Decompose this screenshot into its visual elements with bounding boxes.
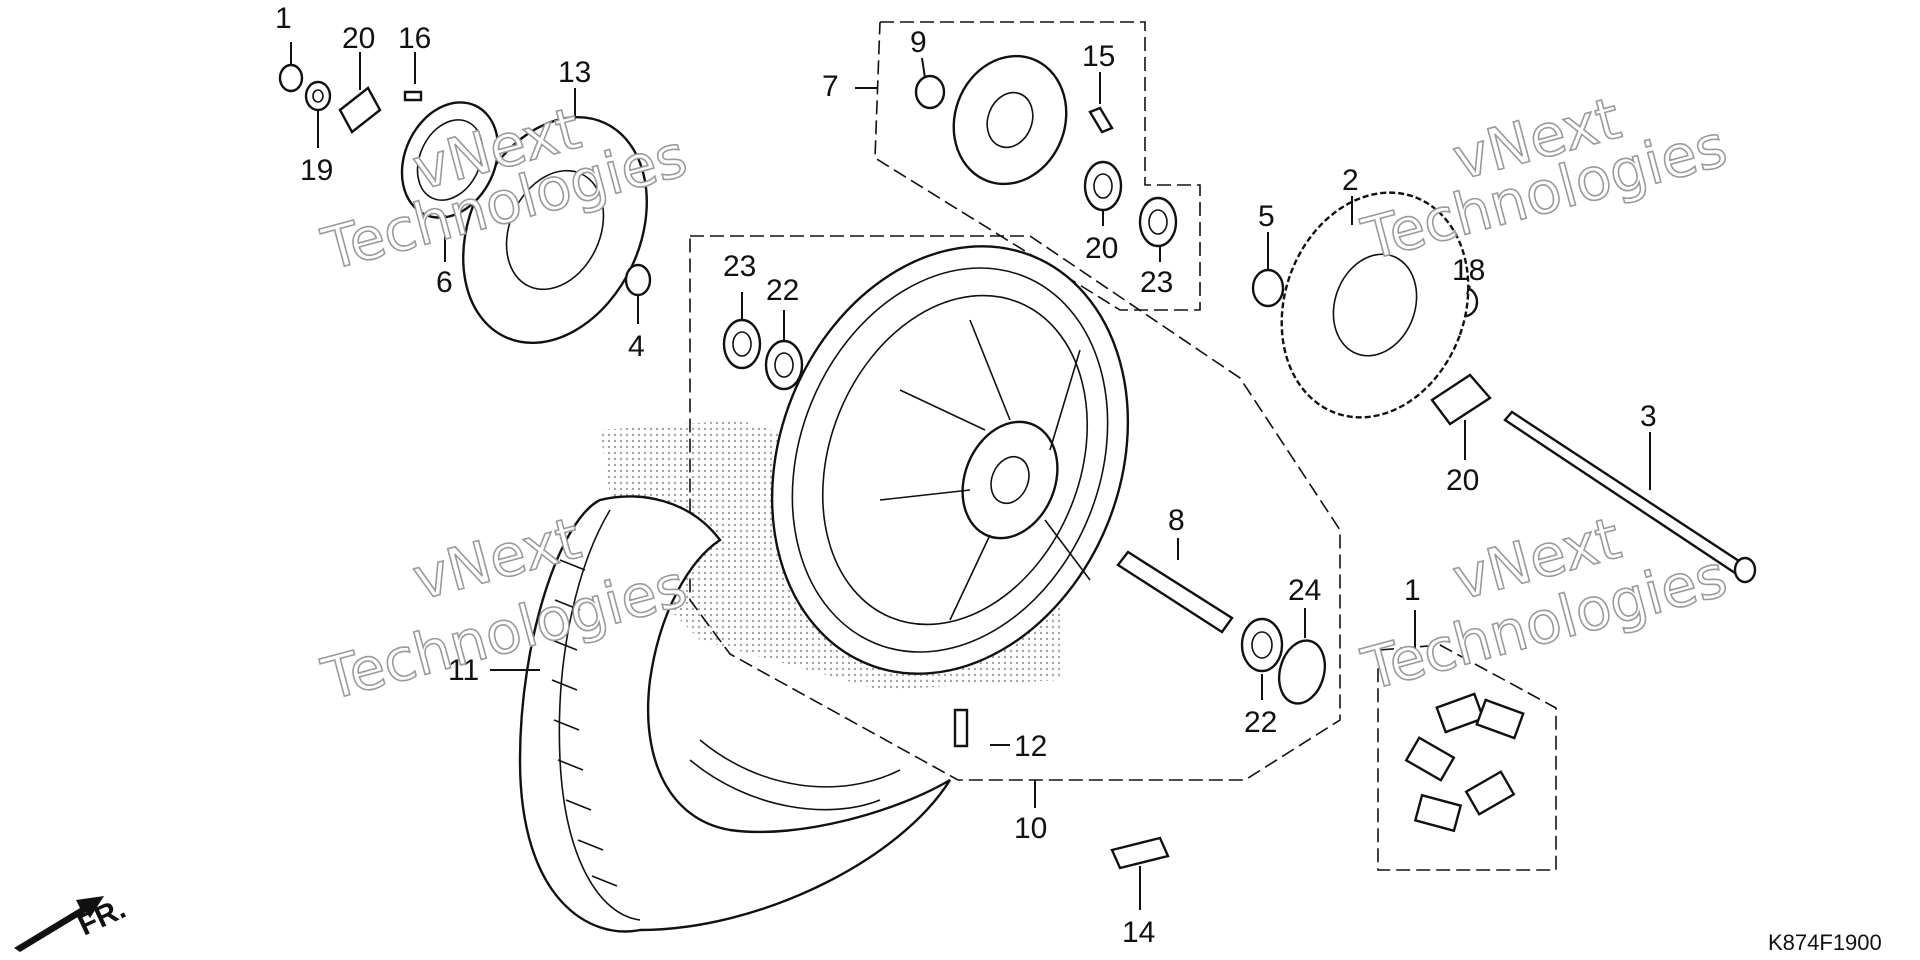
callout-1: 1: [1404, 574, 1421, 607]
callout-22-left: 22: [766, 274, 799, 307]
callout-9: 9: [910, 26, 927, 59]
drawing-code: K874F1900: [1768, 930, 1882, 955]
sprocket: [1280, 191, 1470, 419]
callout-23-right: 23: [1140, 266, 1173, 299]
callout-6: 6: [436, 266, 453, 299]
callout-15: 15: [1082, 40, 1115, 73]
small-parts: [278, 54, 1492, 870]
axles: [1116, 410, 1757, 634]
front-direction-arrow: FR.: [14, 892, 131, 952]
callout-11: 11: [448, 654, 479, 687]
callout-2: 2: [1342, 164, 1359, 197]
callout-10: 10: [1014, 812, 1047, 845]
damper-rubbers: [1404, 692, 1525, 833]
callout-labels: 1 20 16 13 19 6 4 23 22 7 9 15 20 23 5 2…: [275, 2, 1657, 949]
callout-24: 24: [1288, 574, 1321, 607]
callout-17: 1: [275, 2, 292, 35]
tire: [518, 495, 952, 933]
callout-7: 7: [822, 70, 839, 103]
callout-16: 16: [398, 22, 431, 55]
group-outlines: [689, 21, 1557, 871]
wheel: [770, 245, 1130, 675]
callout-18: 18: [1452, 254, 1485, 287]
callout-13: 13: [558, 56, 591, 89]
callout-20-right: 20: [1446, 464, 1479, 497]
callout-20-left: 20: [342, 22, 375, 55]
leader-lines: [290, 42, 1651, 910]
callout-12: 12: [1014, 730, 1047, 763]
callout-19: 19: [300, 154, 333, 187]
callout-23-left: 23: [723, 250, 756, 283]
callout-21: 20: [1085, 232, 1118, 265]
disc-bracket: [400, 101, 500, 219]
callout-4: 4: [628, 330, 645, 363]
callout-5: 5: [1258, 200, 1275, 233]
callout-8: 8: [1168, 504, 1185, 537]
callout-3: 3: [1640, 400, 1657, 433]
callout-22-right: 22: [1244, 706, 1277, 739]
callout-14: 14: [1122, 916, 1155, 949]
